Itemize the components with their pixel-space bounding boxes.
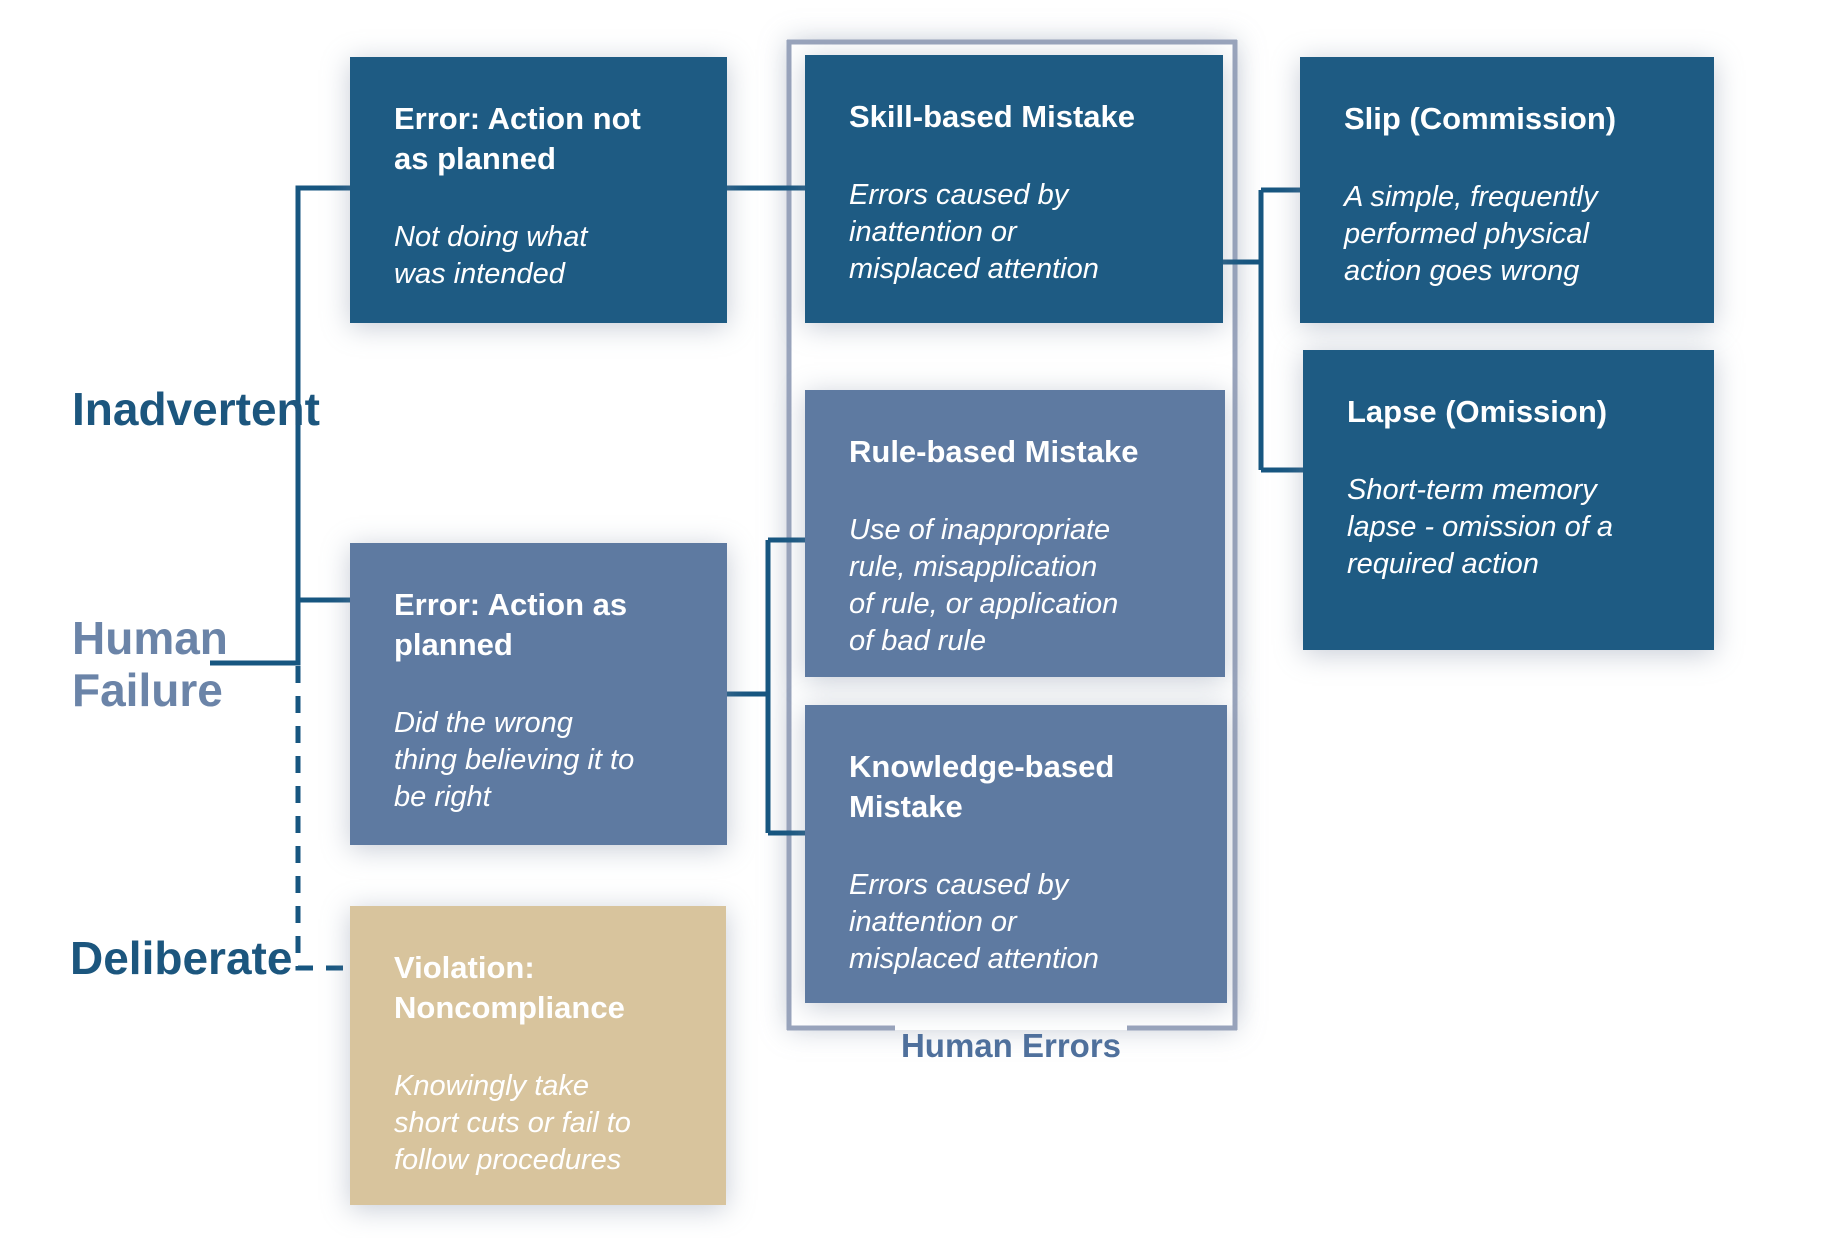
box-title: Error: Action as planned bbox=[394, 587, 628, 662]
box-description: A simple, frequently performed physical … bbox=[1344, 181, 1598, 287]
box-description: Use of inappropriate rule, misapplicatio… bbox=[849, 514, 1119, 657]
box-title: Skill-based Mistake bbox=[849, 99, 1136, 134]
box-violation-noncompliance: Violation: Noncompliance Knowingly take … bbox=[350, 906, 726, 1205]
box-description: Not doing what was intended bbox=[394, 221, 588, 290]
box-title: Rule-based Mistake bbox=[849, 434, 1139, 469]
box-title: Lapse (Omission) bbox=[1347, 394, 1608, 429]
box-lapse-omission: Lapse (Omission) Short-term memory lapse… bbox=[1303, 350, 1714, 650]
box-description: Did the wrong thing believing it to be r… bbox=[394, 707, 635, 813]
box-rule-based-mistake: Rule-based Mistake Use of inappropriate … bbox=[805, 390, 1225, 677]
label-inadvertent: Inadvertent bbox=[72, 383, 320, 435]
slip-lapse-connector-line bbox=[1223, 187, 1303, 473]
box-skill-based-mistake: Skill-based Mistake Errors caused by ina… bbox=[805, 55, 1223, 323]
box-description: Knowingly take short cuts or fail to fol… bbox=[394, 1070, 631, 1176]
inadvertent-branch-line bbox=[210, 185, 350, 666]
box-description: Short-term memory lapse - omission of a … bbox=[1347, 474, 1613, 580]
box-description: Errors caused by inattention or misplace… bbox=[849, 869, 1099, 975]
label-deliberate: Deliberate bbox=[70, 932, 293, 984]
human-errors-container-label: Human Errors bbox=[900, 1027, 1122, 1064]
box-title: Violation: Noncompliance bbox=[394, 950, 625, 1025]
box-description: Errors caused by inattention or misplace… bbox=[849, 179, 1099, 285]
box-slip-commission: Slip (Commission) A simple, frequently p… bbox=[1300, 57, 1714, 323]
box-title: Slip (Commission) bbox=[1344, 101, 1617, 136]
box-knowledge-based-mistake: Knowledge-based Mistake Errors caused by… bbox=[805, 705, 1227, 1003]
human-errors-container-border bbox=[786, 39, 1238, 1031]
rule-knowledge-connector-line bbox=[727, 537, 805, 836]
box-title: Error: Action not as planned bbox=[394, 101, 641, 176]
deliberate-branch-dashed-line bbox=[295, 666, 350, 971]
box-error-action-as-planned: Error: Action as planned Did the wrong t… bbox=[350, 543, 727, 845]
box-error-action-not-planned: Error: Action not as planned Not doing w… bbox=[350, 57, 727, 323]
label-human-failure: Human Failure bbox=[72, 612, 228, 716]
box-title: Knowledge-based Mistake bbox=[849, 749, 1115, 824]
